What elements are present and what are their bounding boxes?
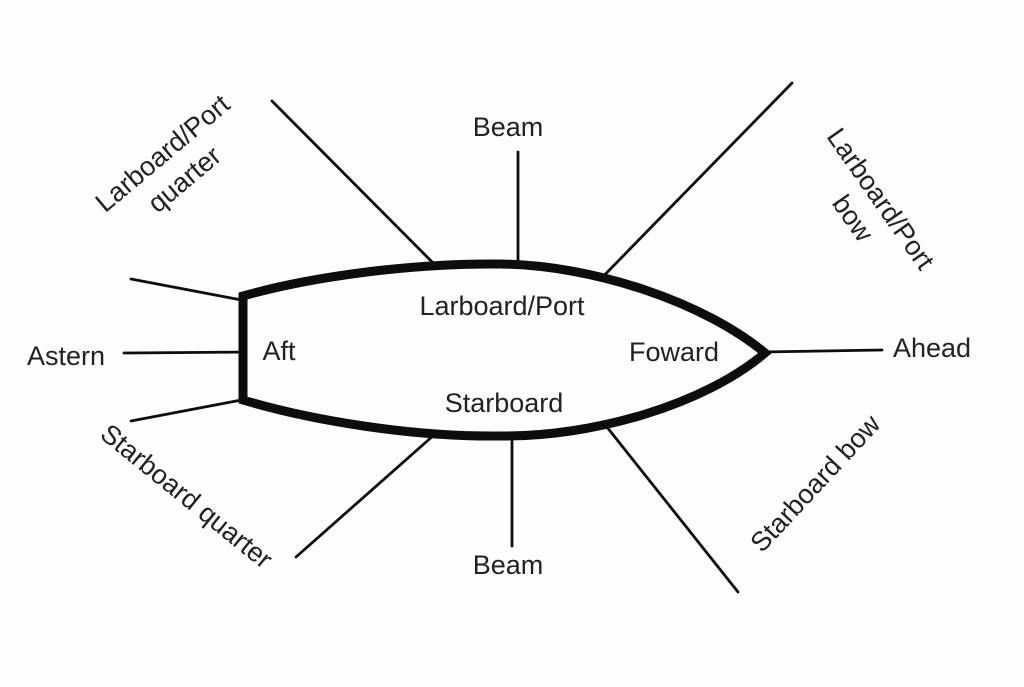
label-beam-top: Beam [472, 112, 544, 143]
label-starboard-side: Starboard [444, 388, 564, 419]
label-larboard-port-side: Larboard/Port [419, 291, 585, 322]
larboard-quarter-line [270, 99, 457, 287]
ship-hull-icon [238, 259, 772, 441]
label-forward: Foward [628, 337, 720, 368]
larboard-bow-line [583, 81, 794, 297]
stern-lower-line [129, 396, 254, 423]
label-aft: Aft [262, 336, 296, 367]
label-beam-bottom: Beam [472, 550, 544, 581]
label-astern: Astern [26, 341, 106, 372]
stern-upper-line [129, 277, 254, 304]
astern-line [122, 350, 254, 355]
starboard-bow-line [593, 410, 740, 594]
label-ahead: Ahead [892, 333, 972, 364]
ahead-line [758, 348, 884, 354]
